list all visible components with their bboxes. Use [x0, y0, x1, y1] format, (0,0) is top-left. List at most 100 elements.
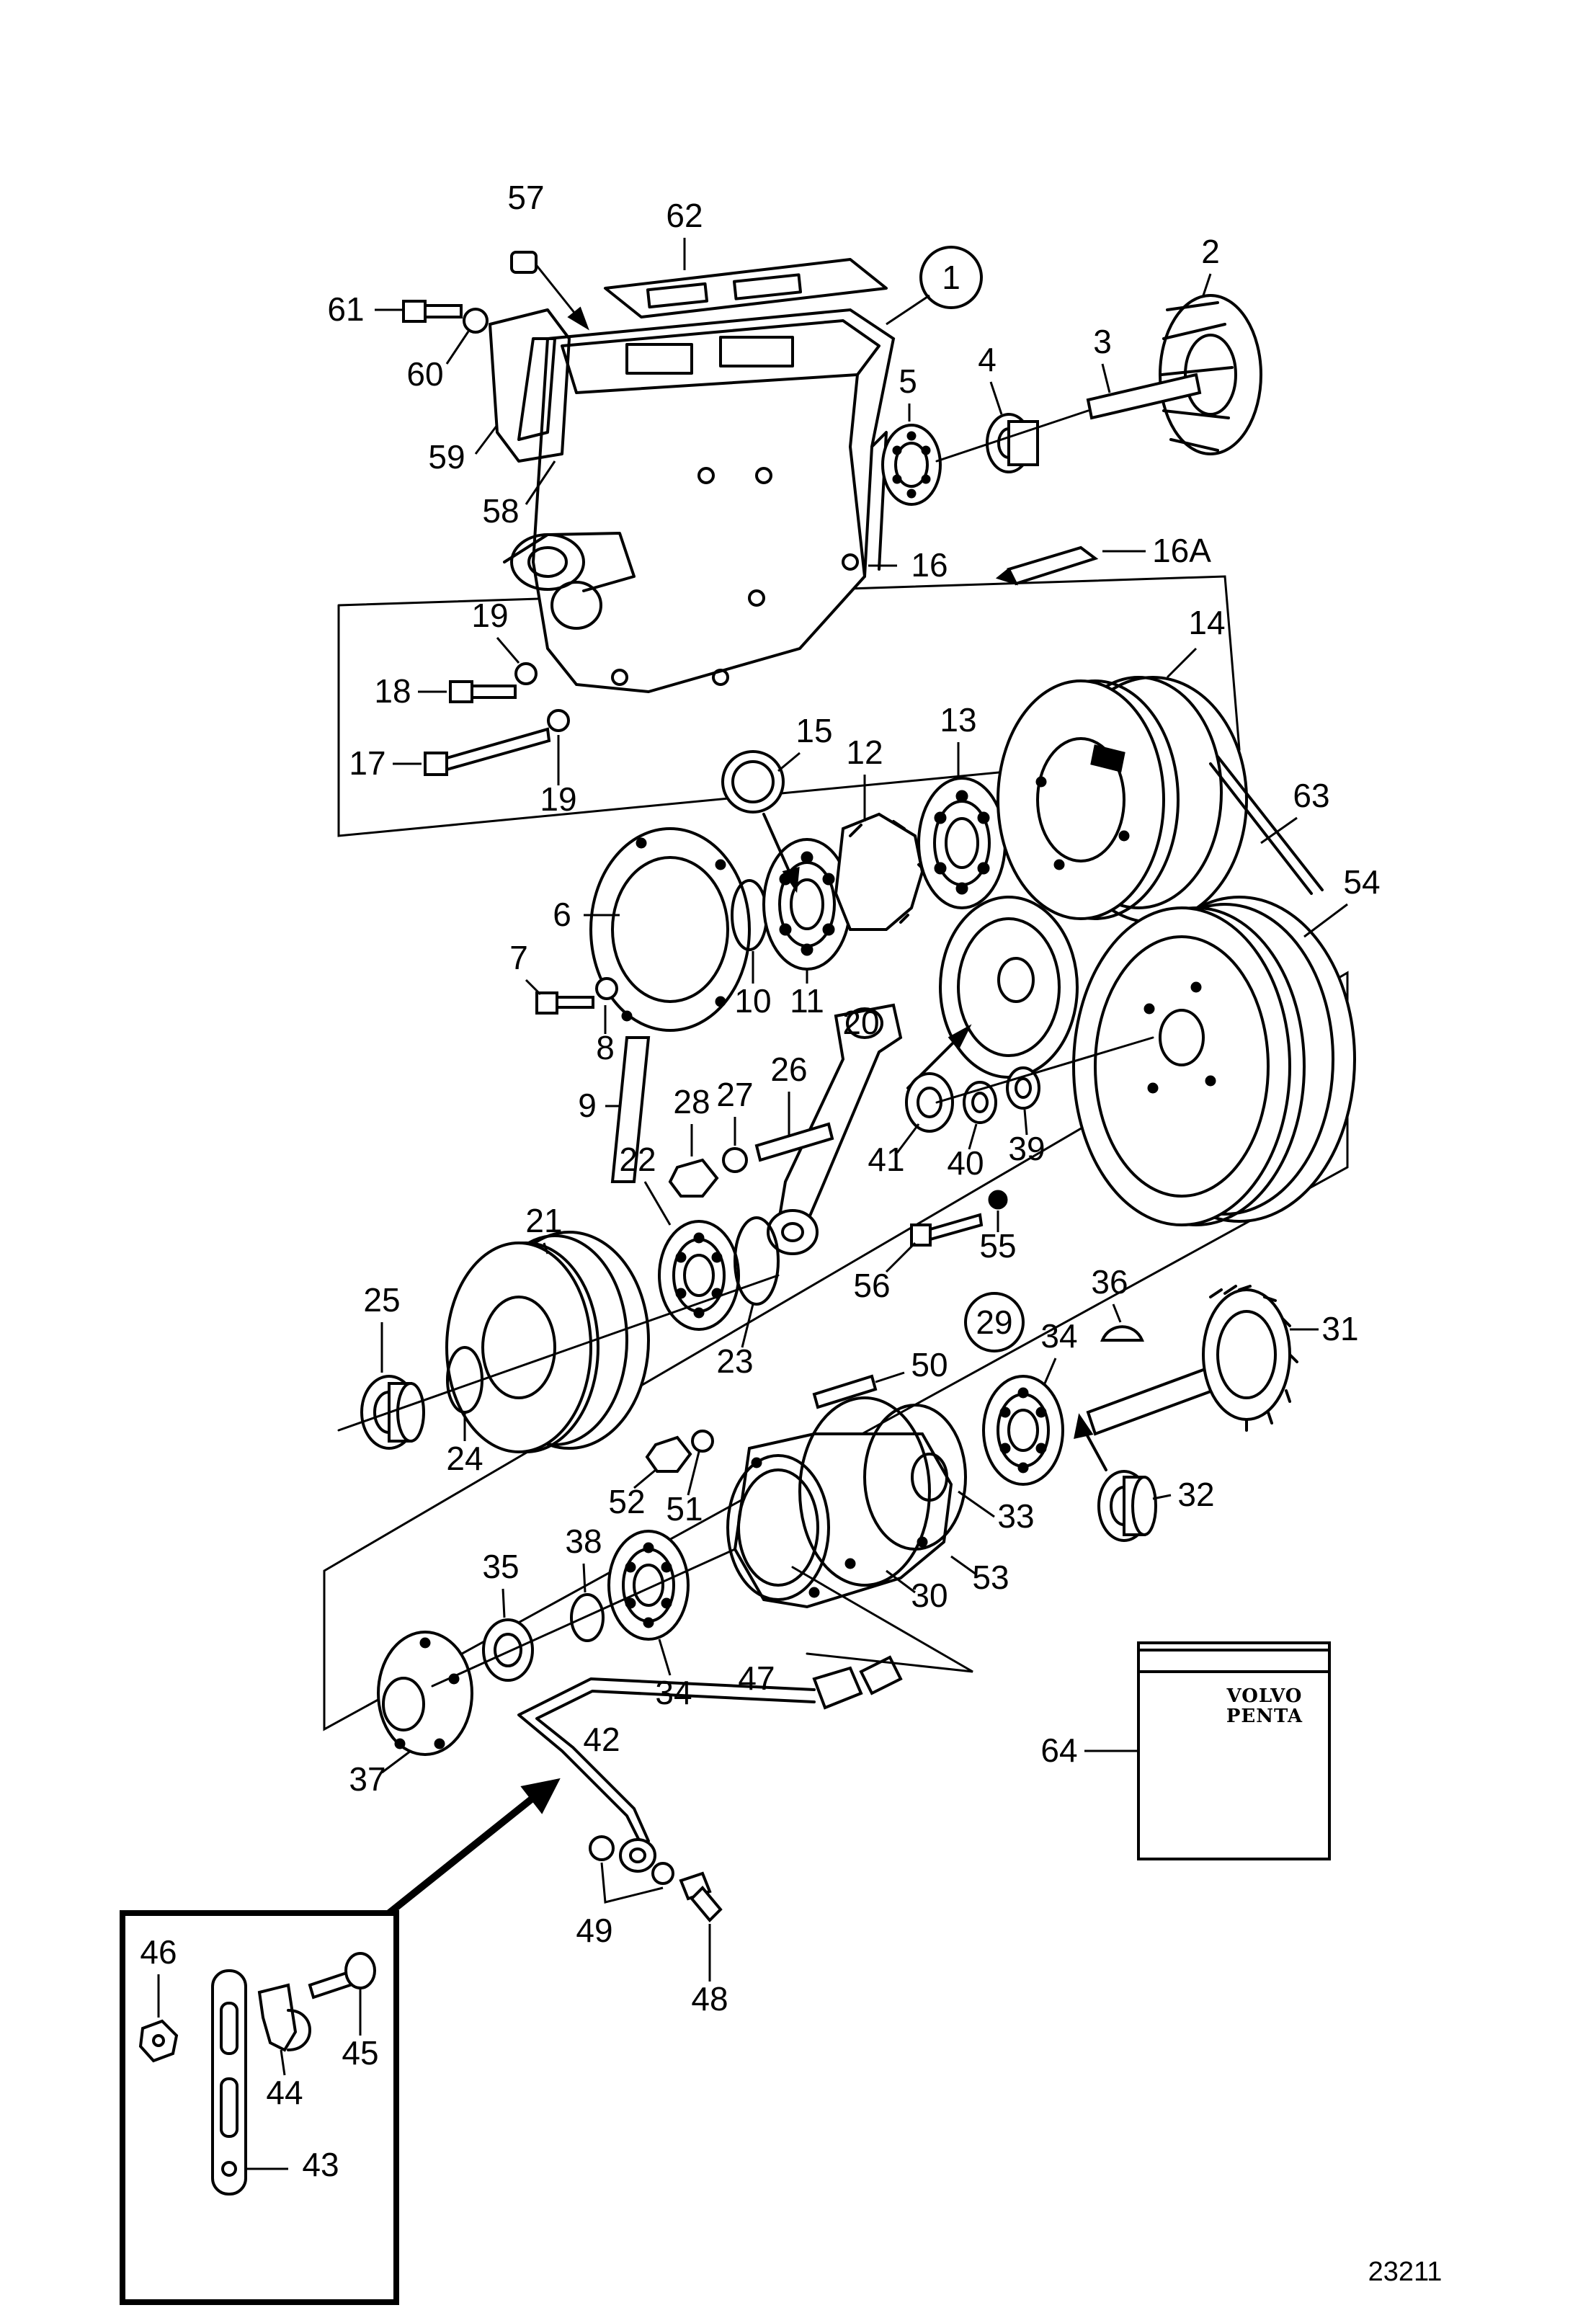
callout-label-6: 6 — [553, 896, 571, 933]
callout-label-30: 30 — [911, 1577, 948, 1614]
callout-label-58: 58 — [482, 492, 519, 530]
callout-label-48: 48 — [691, 1980, 728, 2018]
callout-label-19b: 19 — [540, 780, 576, 818]
callout-label-61: 61 — [327, 290, 364, 328]
brand-line-penta: PENTA — [1226, 1706, 1303, 1727]
washer-60 — [463, 308, 489, 334]
bearing-5 — [881, 424, 942, 506]
callout-label-36: 36 — [1091, 1263, 1128, 1301]
callout-label-37: 37 — [349, 1760, 385, 1798]
callout-label-34a: 34 — [1040, 1317, 1077, 1355]
clamp-strap-43 — [211, 1969, 247, 2196]
callout-label-43: 43 — [302, 2146, 339, 2183]
callout-label-9: 9 — [578, 1087, 597, 1124]
callout-label-18: 18 — [374, 672, 411, 710]
stud-50 — [812, 1374, 878, 1409]
pin-9 — [610, 1036, 651, 1183]
callout-label-32: 32 — [1177, 1476, 1214, 1513]
bearing-11 — [762, 838, 852, 971]
callout-label-35: 35 — [482, 1548, 519, 1585]
callout-label-2: 2 — [1201, 233, 1220, 270]
callout-label-51: 51 — [666, 1490, 703, 1528]
callout-label-47: 47 — [738, 1659, 775, 1697]
callout-label-31: 31 — [1321, 1310, 1358, 1347]
callout-label-7: 7 — [509, 939, 528, 976]
crankshaft-group-frame — [323, 971, 1349, 1731]
callout-circle-1 — [919, 246, 983, 309]
shaft-3 — [1086, 373, 1202, 420]
banjo-49 — [619, 1838, 656, 1873]
callout-label-26: 26 — [770, 1051, 807, 1088]
washer-40 — [963, 1081, 997, 1124]
oil-pipe-42 — [517, 1677, 816, 1846]
seal-ring-15 — [721, 750, 785, 813]
crankshaft-pulley-54 — [1072, 896, 1356, 1226]
callout-label-19a: 19 — [471, 597, 508, 634]
callout-label-41: 41 — [868, 1141, 904, 1178]
flange-37 — [377, 1631, 473, 1756]
callout-label-60: 60 — [406, 355, 443, 393]
callout-label-8: 8 — [596, 1029, 615, 1066]
v-belt-63 — [1209, 755, 1324, 895]
callout-label-3: 3 — [1093, 323, 1112, 360]
bearing-34a — [982, 1375, 1064, 1486]
cover-plate-59 — [489, 308, 571, 463]
brand-line-volvo: VOLVO — [1226, 1685, 1303, 1707]
callout-label-29: 29 — [976, 1303, 1012, 1341]
callout-label-50: 50 — [911, 1346, 948, 1383]
callout-label-49: 49 — [576, 1912, 612, 1949]
bearing-13 — [917, 777, 1007, 909]
callout-label-20: 20 — [842, 1004, 879, 1041]
seal-35 — [482, 1618, 534, 1682]
pulley-14 — [997, 676, 1248, 924]
bearing-housing-30 — [726, 1432, 953, 1609]
nut-28 — [668, 1158, 719, 1198]
callout-label-34b: 34 — [655, 1674, 692, 1711]
callout-circle-29 — [964, 1292, 1025, 1352]
callout-label-25: 25 — [363, 1281, 400, 1319]
callout-label-54: 54 — [1343, 863, 1380, 901]
o-ring-38 — [570, 1593, 605, 1642]
callout-label-24: 24 — [446, 1440, 483, 1477]
callout-label-42: 42 — [583, 1721, 620, 1758]
bearing-34b — [607, 1530, 690, 1641]
callout-label-64: 64 — [1040, 1731, 1077, 1769]
bolt-17 — [424, 727, 551, 776]
bolt-18 — [449, 680, 517, 703]
bolt-61 — [402, 300, 463, 323]
washer-49a — [589, 1835, 615, 1861]
callout-label-11: 11 — [790, 982, 824, 1020]
callout-label-16: 16 — [911, 546, 948, 584]
washer-49b — [651, 1862, 674, 1885]
callout-label-14: 14 — [1188, 604, 1225, 641]
idler-pulley — [939, 896, 1079, 1079]
callout-label-62: 62 — [666, 197, 703, 234]
gasket-62 — [604, 258, 888, 318]
callout-label-40: 40 — [947, 1144, 984, 1182]
tensioner-arm-20 — [767, 1003, 903, 1255]
gasket-53 — [798, 1396, 931, 1587]
screw-45 — [308, 1952, 376, 2000]
bushing-41 — [905, 1072, 954, 1133]
stud-26 — [754, 1122, 834, 1162]
callout-label-5: 5 — [899, 362, 917, 400]
figure-number: 23211 — [1368, 2257, 1443, 2287]
pipe-clip-44 — [257, 1983, 311, 2052]
seal-32 — [1097, 1470, 1157, 1542]
key-36 — [1100, 1325, 1144, 1342]
set-screw-57 — [510, 251, 538, 274]
callout-label-46: 46 — [140, 1933, 177, 1971]
elbow-fitting-47 — [812, 1655, 903, 1710]
callout-label-12: 12 — [846, 734, 883, 771]
washer-51 — [691, 1430, 714, 1453]
gear-shaft-31 — [1086, 1285, 1298, 1436]
fan-wheel-2 — [1159, 294, 1262, 455]
washer-8 — [595, 977, 618, 1000]
gearbox-housing — [503, 308, 896, 694]
callout-label-53: 53 — [972, 1559, 1009, 1596]
bolt-7 — [535, 991, 594, 1015]
coupling-12 — [834, 812, 927, 931]
callout-label-56: 56 — [853, 1267, 890, 1304]
bearing-22 — [658, 1220, 740, 1331]
